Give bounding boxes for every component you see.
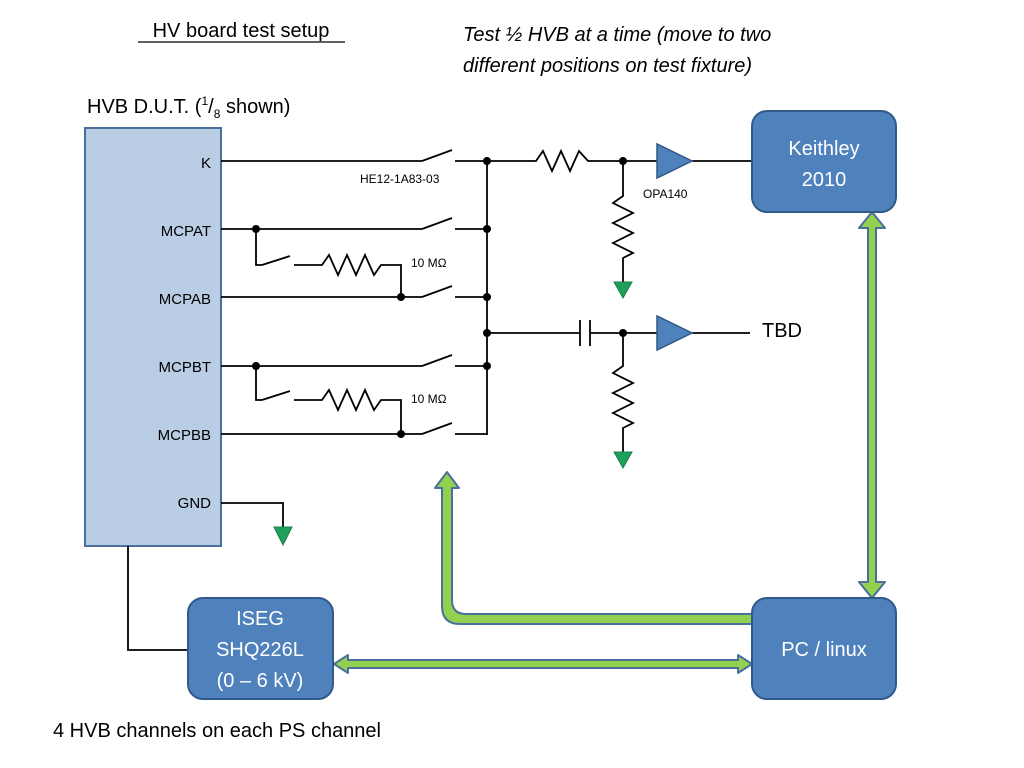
amplifier-icon-opa140 [656, 142, 694, 180]
pin-label-mcpat: MCPAT [161, 223, 211, 240]
pc-box-frame[interactable] [751, 597, 897, 700]
pin-label-gnd: GND [178, 495, 212, 512]
dut-label: HVB D.U.T. (1/8 shown) [87, 94, 290, 121]
iseg-label-line2: SHQ226L [216, 639, 304, 661]
tbd-signal-wire [487, 320, 657, 346]
pin-label-mcpab: MCPAB [159, 291, 211, 308]
amp-label: OPA140 [643, 187, 688, 201]
dut-fraction-numerator: 1 [201, 94, 208, 108]
mcpat-shunt-wire [255, 229, 402, 297]
iseg-label-line1: ISEG [236, 608, 284, 630]
mcpat-wire [221, 217, 487, 230]
ground-icon-gnd [273, 526, 293, 547]
note-line-1: Test ½ HVB at a time (move to two [463, 24, 771, 46]
dut-fraction-denominator: 8 [214, 107, 221, 121]
resistor-label-b: 10 MΩ [411, 392, 447, 406]
pc-label: PC / linux [781, 639, 867, 661]
tbd-label: TBD [762, 320, 802, 342]
pc-box[interactable]: PC / linux [751, 597, 897, 700]
pin-label-mcpbt: MCPBT [159, 359, 212, 376]
iseg-pc-arrow [333, 654, 753, 674]
lower-pulldown-wire [610, 333, 636, 452]
iseg-box-frame[interactable] [187, 597, 334, 700]
pc-fixture-arrow [434, 471, 753, 625]
iseg-box[interactable]: ISEG SHQ226L (0 – 6 kV) [187, 597, 334, 700]
page-title: HV board test setup [153, 20, 330, 42]
note-line-2: different positions on test fixture) [463, 55, 752, 77]
mcpab-wire [221, 285, 487, 298]
ground-icon-upper [613, 281, 633, 300]
dut-label-prefix: HVB D.U.T. ( [87, 96, 202, 118]
iseg-label-line3: (0 – 6 kV) [217, 670, 304, 692]
gnd-wire [221, 502, 284, 527]
mcpbt-wire [221, 354, 487, 367]
keithley-label-line2: 2010 [802, 169, 847, 191]
k-signal-wire [221, 148, 657, 174]
hv-supply-wire [127, 546, 190, 651]
mcpbt-shunt-wire [255, 366, 402, 434]
mcpbb-wire [221, 422, 487, 435]
dut-box [84, 127, 222, 547]
footer-note: 4 HVB channels on each PS channel [53, 720, 381, 742]
keithley-box[interactable]: Keithley 2010 [751, 110, 897, 213]
ground-icon-lower [613, 451, 633, 470]
junction-dots [252, 157, 627, 438]
relay-label: HE12-1A83-03 [360, 172, 440, 186]
keithley-pc-arrow [858, 211, 886, 599]
keithley-box-frame[interactable] [751, 110, 897, 213]
keithley-label-line1: Keithley [788, 138, 859, 160]
pin-label-mcpbb: MCPBB [158, 427, 211, 444]
pin-label-k: K [201, 155, 211, 172]
resistor-label-a: 10 MΩ [411, 256, 447, 270]
dut-label-suffix: shown) [220, 96, 290, 118]
amplifier-icon-tbd [656, 314, 694, 352]
upper-pulldown-wire [610, 161, 636, 282]
